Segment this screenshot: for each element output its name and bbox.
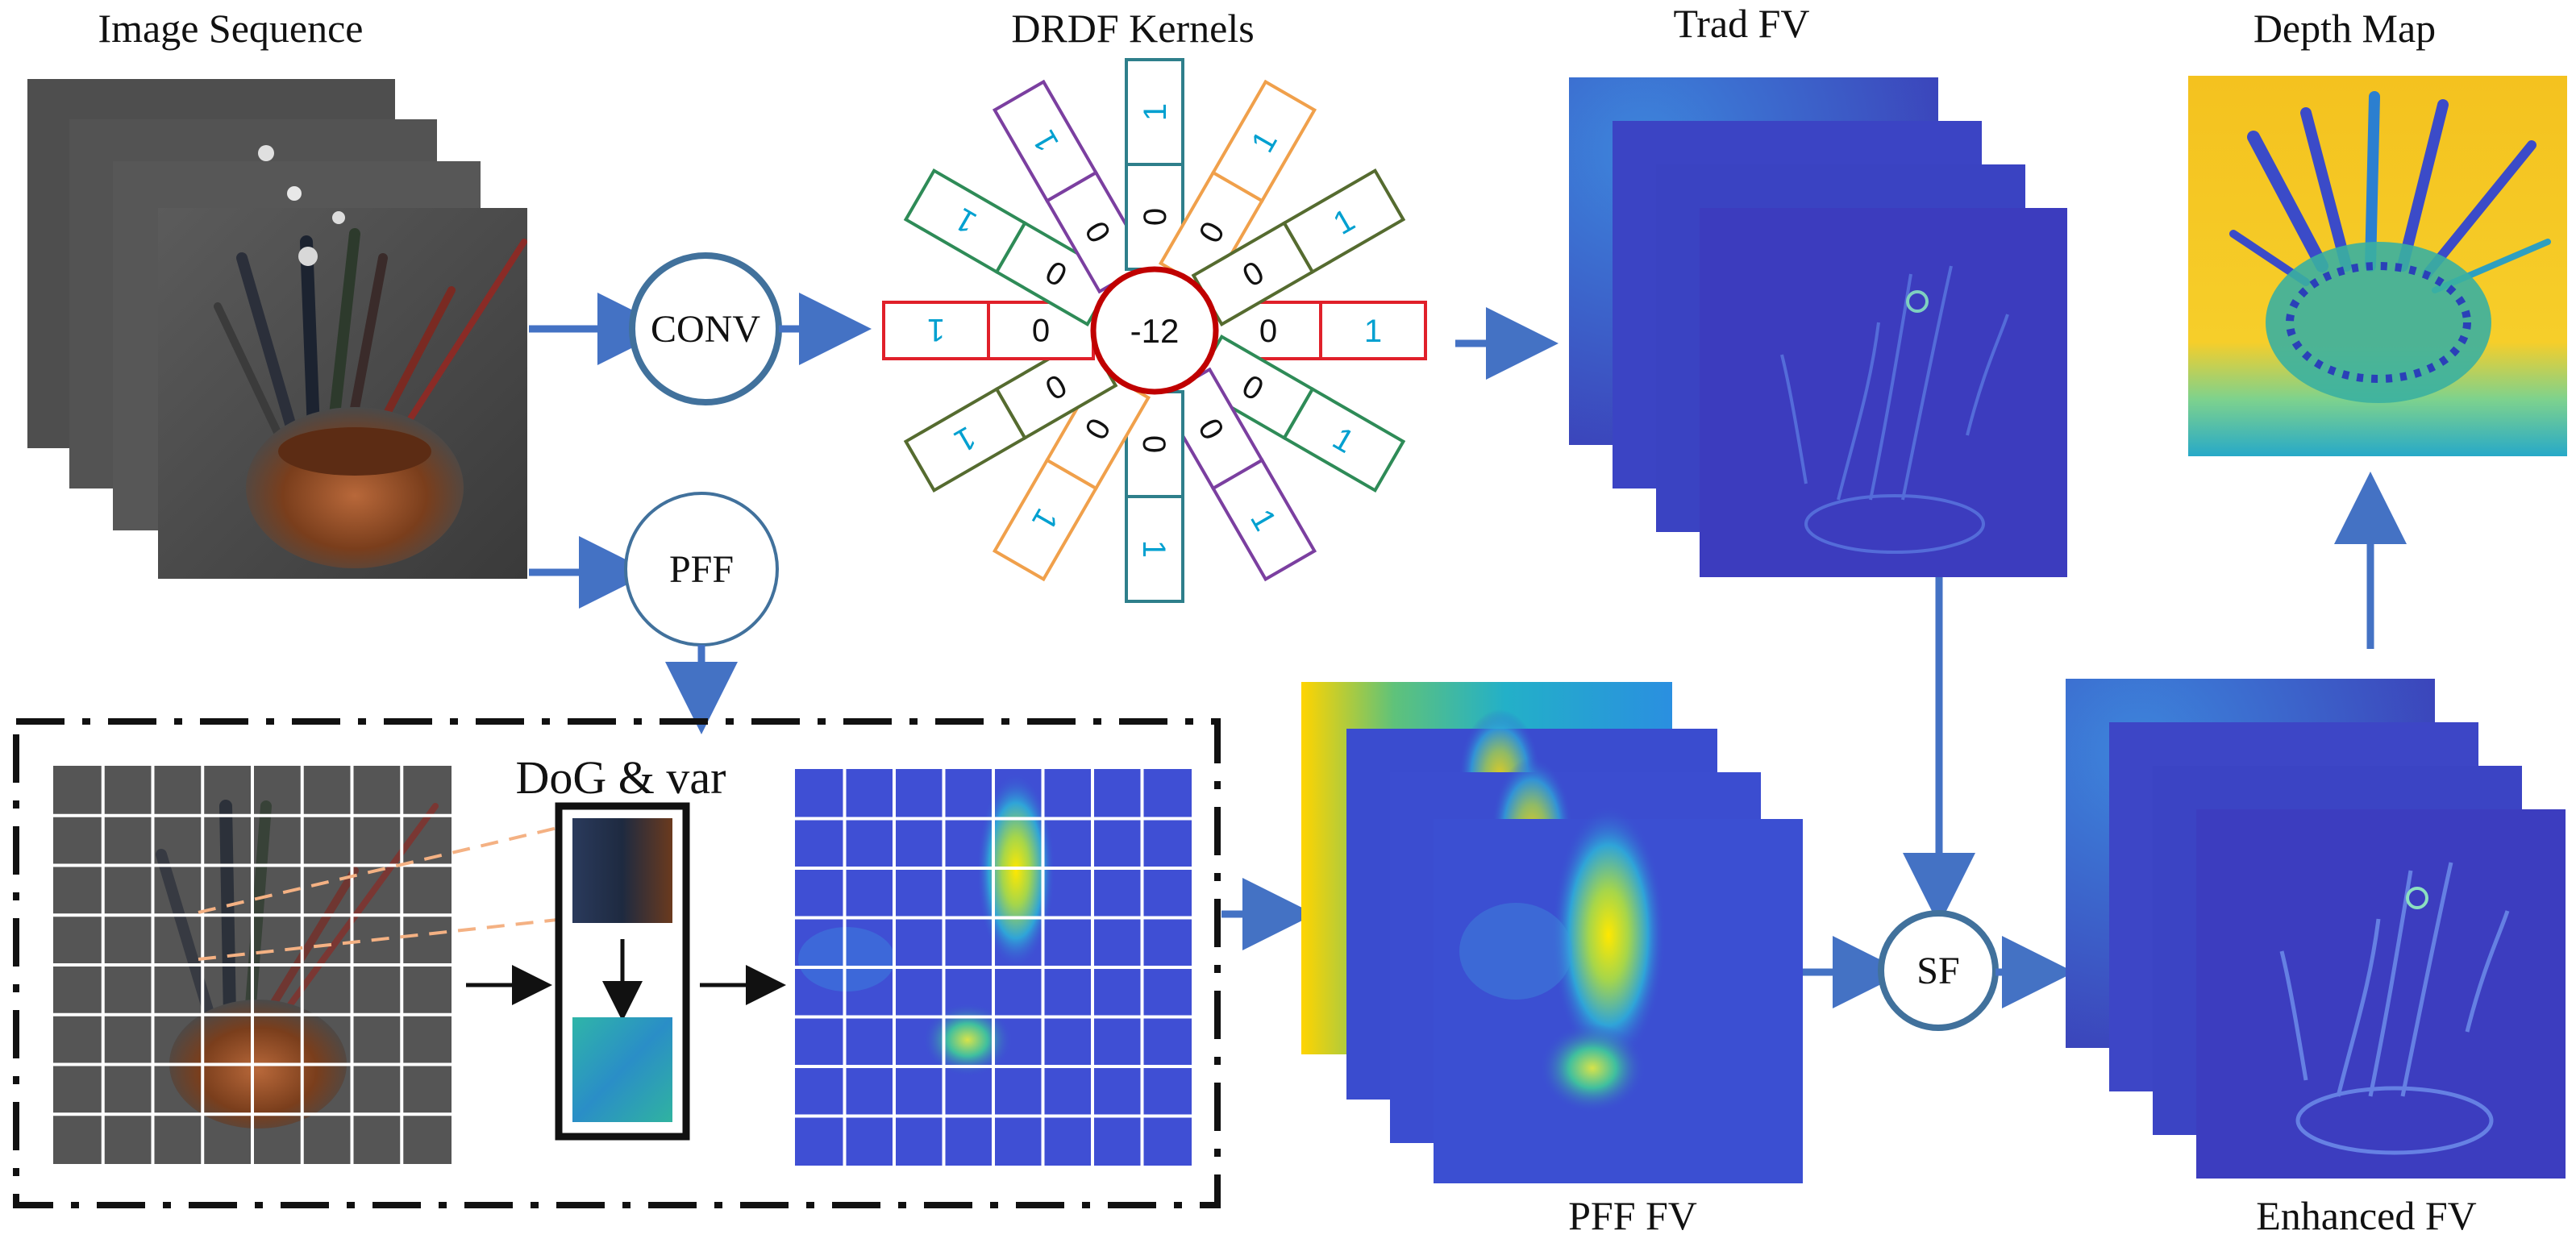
- trad-fv-stack: [1569, 77, 2067, 577]
- kernel-one-label: 1: [1364, 314, 1382, 349]
- kernel-spoke: 01: [1158, 367, 1317, 582]
- kernel-cell-one: [903, 386, 1027, 493]
- pff-fv-stack: [1301, 682, 1803, 1183]
- depth-map-title: Depth Map: [2253, 6, 2436, 51]
- kernel-center-cell: [1090, 266, 1219, 395]
- dog-var-label: DoG & var: [516, 751, 726, 804]
- grid-image: [53, 766, 565, 1164]
- pff-node-label: PFF: [669, 548, 734, 591]
- enhanced-fv-stack: [2066, 679, 2566, 1179]
- kernel-cell-one: [1282, 168, 1406, 275]
- patch-bottom: [572, 1017, 672, 1122]
- depth-map-image: [2188, 76, 2567, 456]
- drdf-kernels-title: DRDF Kernels: [1011, 6, 1254, 51]
- kernel-cell-one: [1282, 386, 1406, 493]
- sf-node-label: SF: [1916, 950, 1959, 992]
- kernel-spoke: 01: [1191, 168, 1406, 327]
- kernel-spoke: 01: [1125, 390, 1184, 603]
- kernel-cell-one: [992, 79, 1099, 203]
- trad-fv-title: Trad FV: [1673, 1, 1809, 46]
- patch-top: [572, 818, 672, 923]
- enhanced-fv-title: Enhanced FV: [2256, 1193, 2477, 1238]
- kernel-spoke: 01: [903, 168, 1118, 327]
- kernel-spoke: 01: [992, 79, 1151, 294]
- kernel-one-label: 1: [927, 312, 945, 347]
- enhanced-fv-frame: [2196, 809, 2566, 1179]
- image-sequence-stack: [27, 79, 527, 579]
- kernel-spoke: 01: [1125, 58, 1184, 271]
- conv-node-label: CONV: [651, 308, 760, 351]
- kernel-cell-one: [1125, 58, 1184, 166]
- heatmap-grid: [795, 769, 1192, 1166]
- kernel-zero-label: 0: [1032, 312, 1050, 347]
- kernel-one-label: 1: [1138, 103, 1173, 121]
- kernel-cell-one: [1210, 458, 1317, 582]
- kernel-cell-one: [1210, 79, 1317, 203]
- kernel-zero-label: 0: [1136, 435, 1171, 453]
- kernel-spoke: 01: [1191, 334, 1406, 493]
- kernel-zero-label: 0: [1138, 208, 1173, 226]
- kernel-cell-one: [1125, 495, 1184, 603]
- kernel-spoke: 01: [903, 334, 1118, 493]
- trad-fv-frame: [1700, 208, 2067, 577]
- kernel-cell-one: [1319, 301, 1427, 360]
- kernel-cell-one: [992, 458, 1099, 582]
- kernel-cell-one: [882, 301, 990, 360]
- image-sequence-title: Image Sequence: [98, 6, 363, 51]
- pff-detail-box: [13, 718, 1221, 1208]
- kernel-spoke: 01: [882, 301, 1095, 360]
- kernel-one-label: 1: [1136, 540, 1171, 558]
- kernel-zero-label: 0: [1259, 314, 1277, 349]
- kernel-center-label: -12: [1130, 312, 1180, 350]
- pff-fv-title: PFF FV: [1568, 1193, 1697, 1238]
- kernel-cell-one: [903, 168, 1027, 275]
